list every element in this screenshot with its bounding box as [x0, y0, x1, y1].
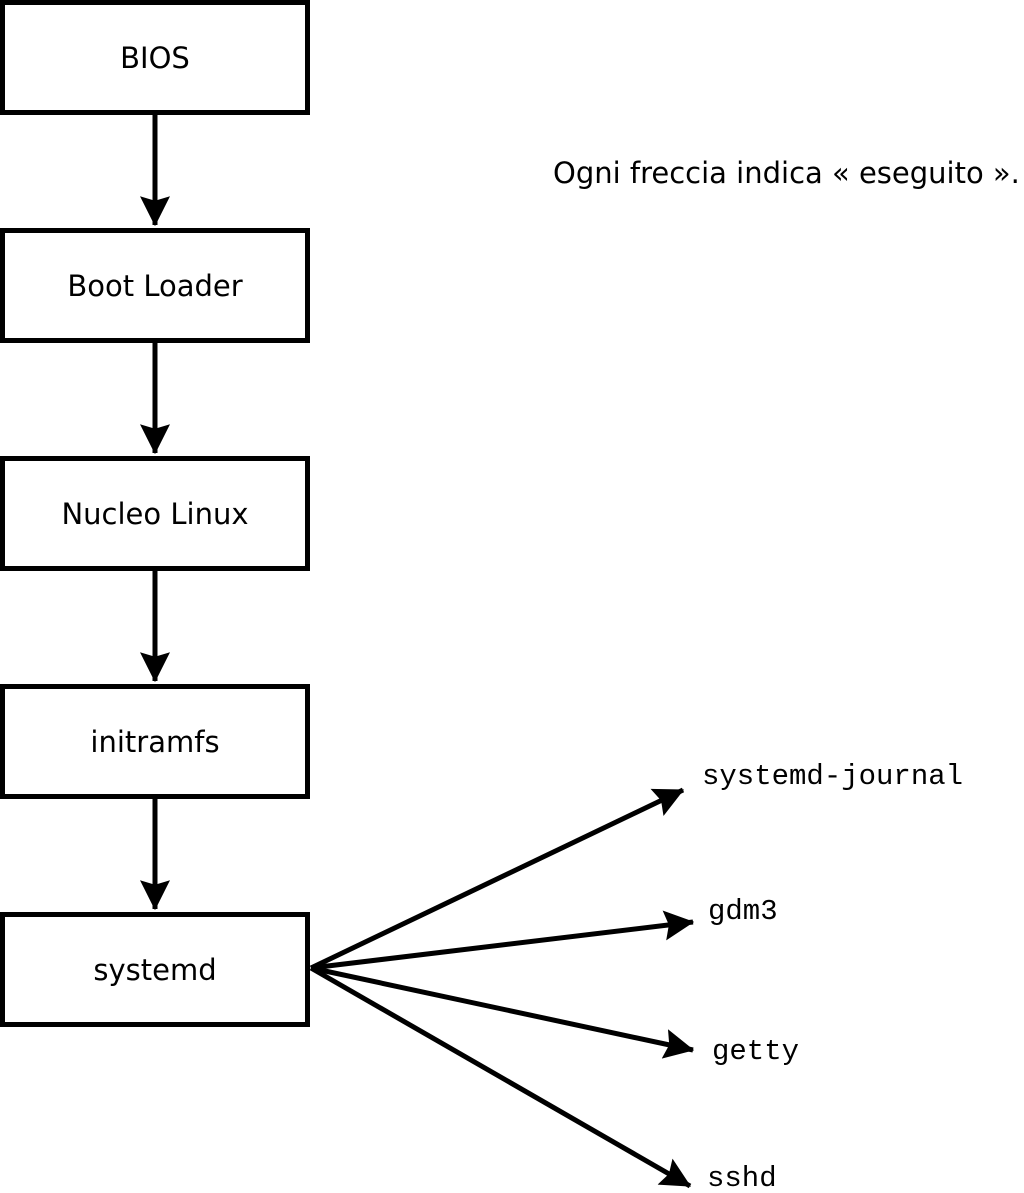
- process-label-gdm3: gdm3: [708, 895, 778, 928]
- process-label-sshd: sshd: [707, 1162, 777, 1193]
- arrow-systemd-to-gdm3: [310, 910, 695, 971]
- node-initramfs: initramfs: [0, 684, 310, 799]
- node-systemd: systemd: [0, 912, 310, 1027]
- node-nucleo-linux: Nucleo Linux: [0, 456, 310, 571]
- process-label-systemd-journal: systemd-journal: [702, 760, 964, 793]
- arrow-systemd-to-journal: [309, 787, 685, 971]
- arrow-systemd-to-getty: [310, 965, 695, 1059]
- node-bios: BIOS: [0, 0, 310, 115]
- node-systemd-label: systemd: [93, 952, 217, 987]
- arrow-systemd-to-sshd: [309, 965, 692, 1189]
- node-initramfs-label: initramfs: [90, 724, 220, 759]
- node-boot-loader: Boot Loader: [0, 228, 310, 343]
- node-boot-loader-label: Boot Loader: [67, 268, 243, 303]
- process-label-getty: getty: [712, 1035, 800, 1068]
- node-bios-label: BIOS: [120, 40, 190, 75]
- diagram-caption: Ogni freccia indica « eseguito ».: [553, 156, 1020, 190]
- node-nucleo-linux-label: Nucleo Linux: [61, 496, 249, 531]
